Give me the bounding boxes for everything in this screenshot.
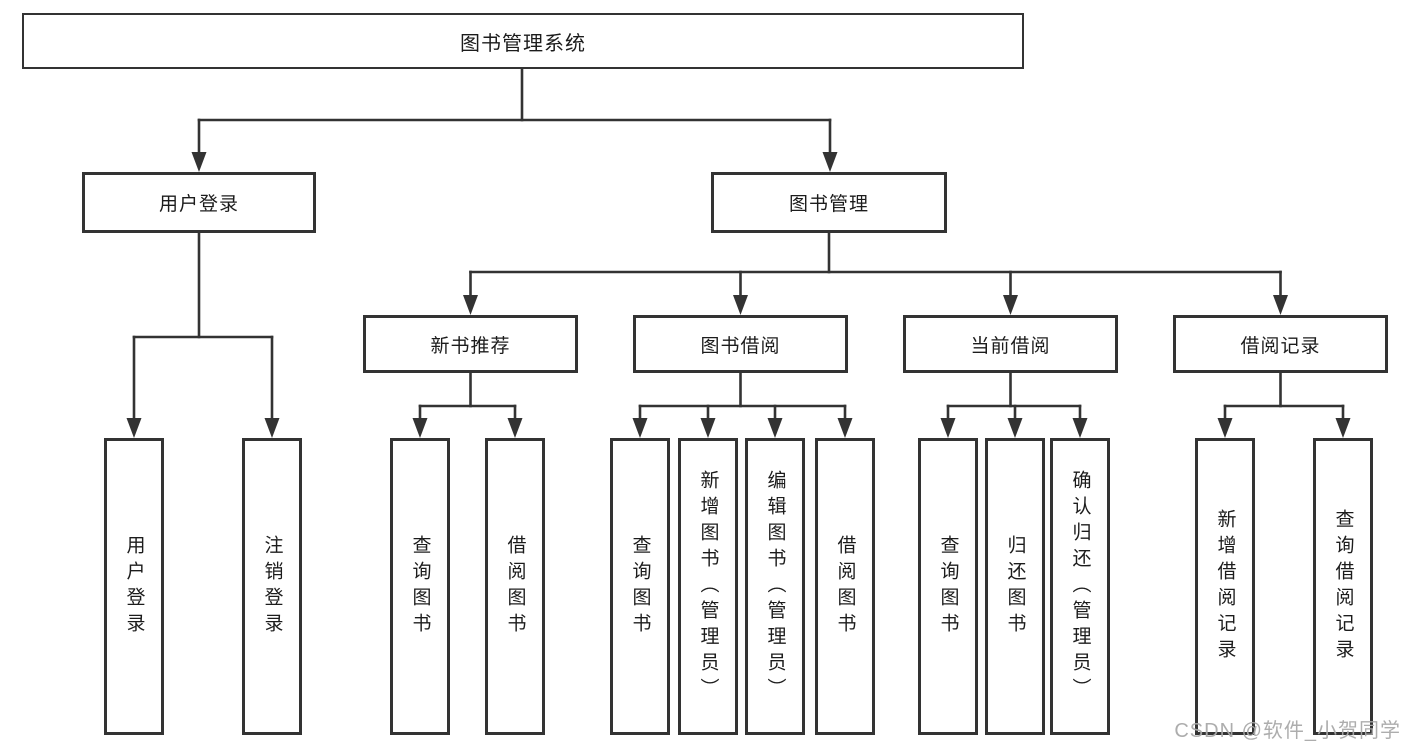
node-new-book-recommendation: 新书推荐	[363, 315, 578, 373]
leaf-records-query-record: 查询借阅记录	[1313, 438, 1373, 735]
leaf-user-login: 用户登录	[104, 438, 164, 735]
node-book-management: 图书管理	[711, 172, 947, 233]
leaf-records-add-record: 新增借阅记录	[1195, 438, 1255, 735]
leaf-current-return-books: 归还图书	[985, 438, 1045, 735]
node-root-system: 图书管理系统	[22, 13, 1024, 69]
leaf-logout: 注销登录	[242, 438, 302, 735]
leaf-borrow-add-books-admin: 新增图书（管理员）	[678, 438, 738, 735]
arrowhead-icons	[126, 152, 1351, 438]
node-borrowing-records: 借阅记录	[1173, 315, 1388, 373]
leaf-newbook-borrow-books: 借阅图书	[485, 438, 545, 735]
leaf-borrow-borrow-books: 借阅图书	[815, 438, 875, 735]
leaf-borrow-query-books: 查询图书	[610, 438, 670, 735]
leaf-borrow-edit-books-admin: 编辑图书（管理员）	[745, 438, 805, 735]
leaf-current-confirm-return-admin: 确认归还（管理员）	[1050, 438, 1110, 735]
watermark: CSDN @软件_小贺同学	[1174, 720, 1401, 742]
node-user-login: 用户登录	[82, 172, 316, 233]
node-current-borrowing: 当前借阅	[903, 315, 1118, 373]
leaf-current-query-books: 查询图书	[918, 438, 978, 735]
node-book-borrowing: 图书借阅	[633, 315, 848, 373]
leaf-newbook-query-books: 查询图书	[390, 438, 450, 735]
